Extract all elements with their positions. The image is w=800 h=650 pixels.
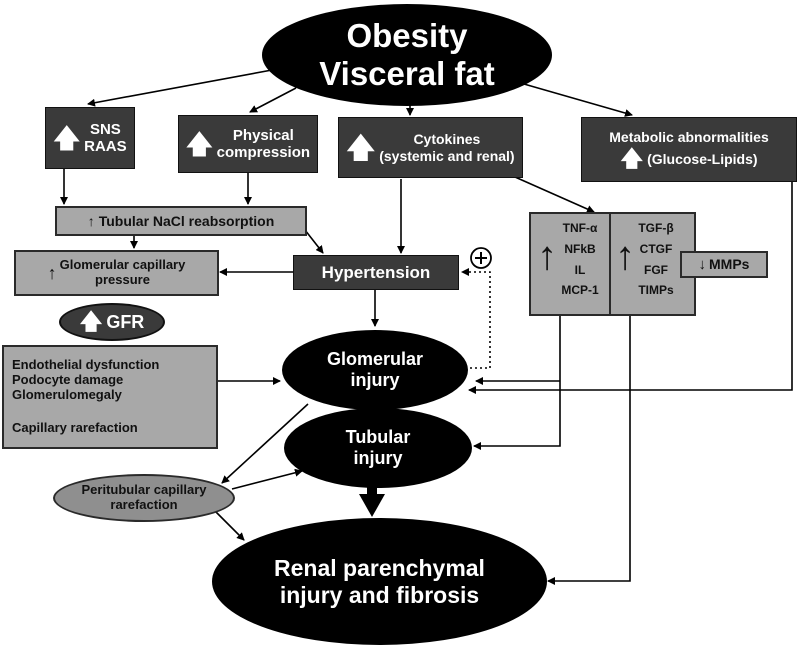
up-arrow-icon: ↑ (87, 213, 95, 229)
physical-compression-box: 🡅 Physical compression (178, 115, 318, 173)
up-arrow-icon: 🡅 (620, 146, 644, 172)
peritubular-node: Peritubular capillary rarefaction (53, 474, 235, 522)
gfr-label: GFR (106, 311, 145, 332)
up-arrow-icon: ↑ (47, 262, 57, 283)
timps-label: TIMPs (638, 283, 674, 298)
arrow-glominjury-feedback (460, 268, 491, 369)
glomerular-injury-label: injury (350, 370, 400, 390)
arrow-obesity-sns (87, 69, 273, 107)
renal-title: Renal parenchymal (274, 555, 485, 582)
ctgf-label: CTGF (639, 241, 673, 256)
nfkb-label: NFkB (564, 241, 596, 256)
obesity-title: Obesity (346, 17, 468, 55)
tubular-nacl-box: ↑ Tubular NaCl reabsorption (55, 206, 307, 236)
tubular-injury-node: Tubular injury (284, 408, 472, 488)
tgf-beta-label: TGF-β (638, 221, 674, 235)
capillary-rarefaction-item: Capillary rarefaction (12, 419, 138, 435)
arrow-peritubular-renal (213, 509, 245, 541)
sns-label: SNS (89, 120, 121, 138)
up-arrow-icon: 🡅 (346, 131, 376, 163)
cytokines-box: 🡅 Cytokines (systemic and renal) (338, 117, 523, 178)
arrow-nacl-hypertension (304, 229, 324, 254)
glomerular-injury-node: Glomerular injury (282, 330, 468, 410)
up-arrow-icon: ↑ (615, 234, 635, 278)
il-label: IL (574, 262, 586, 277)
podocyte-item: Podocyte damage (12, 372, 124, 388)
cytokine-panel: ↑ TNF-α NFkB IL MCP-1 ↑ TGF-β CTGF FGF T… (529, 212, 696, 316)
arrow-obesity-metabolic (509, 79, 633, 117)
cytokines-label: Cytokines (413, 131, 481, 148)
endothelial-item: Endothelial dysfunction (12, 357, 160, 373)
arrow-panel-renal (547, 316, 631, 585)
glomerular-pressure-box: ↑ Glomerular capillary pressure (14, 250, 219, 296)
up-arrow-icon: 🡅 (185, 129, 213, 159)
cytokines-scope-label: (systemic and renal) (379, 147, 515, 164)
mcp1-label: MCP-1 (561, 283, 599, 298)
gfr-node: 🡅 GFR (59, 303, 165, 341)
obesity-subtitle: Visceral fat (319, 55, 495, 92)
renal-subtitle: injury and fibrosis (279, 581, 480, 608)
compression-label: compression (216, 144, 311, 161)
glucose-lipids-label: (Glucose-Lipids) (647, 151, 758, 167)
glomerular-pressure-label: Glomerular capillary (59, 257, 186, 273)
hypertension-box: Hypertension (293, 255, 459, 290)
arrow-peritubular-tubular (231, 468, 303, 490)
endothelial-box: Endothelial dysfunction Podocyte damage … (2, 345, 218, 449)
tnf-alpha-label: TNF-α (562, 221, 598, 235)
up-arrow-icon: 🡅 (79, 309, 103, 334)
raas-label: RAAS (84, 138, 127, 155)
rarefaction-label: rarefaction (110, 497, 178, 512)
mmps-box: ↓ MMPs (680, 251, 768, 278)
down-arrow-icon: ↓ (698, 256, 707, 273)
cytokine-divider (609, 214, 611, 314)
arrow-obesity-physical (249, 87, 297, 113)
arrow-cytokines-panel (514, 176, 595, 213)
fgf-label: FGF (644, 262, 668, 277)
tubular-label: Tubular (345, 427, 411, 448)
metabolic-box: Metabolic abnormalities 🡅 (Glucose-Lipid… (581, 117, 797, 182)
hypertension-label: Hypertension (321, 262, 431, 282)
tubular-injury-label: injury (353, 448, 403, 468)
tubular-nacl-label: Tubular NaCl reabsorption (98, 212, 275, 229)
obesity-node: Obesity Visceral fat (262, 4, 552, 106)
mmps-label: MMPs (709, 256, 750, 273)
arrow-panel-tubular (473, 316, 561, 450)
arrow-metabolic-glominjury (468, 180, 793, 394)
thick-arrow-tubular-renal (359, 484, 385, 517)
glomerulomegaly-item: Glomerulomegaly (12, 387, 122, 402)
plus-circle-icon (470, 247, 492, 269)
metabolic-label: Metabolic abnormalities (609, 128, 769, 145)
up-arrow-icon: ↑ (537, 234, 557, 278)
up-arrow-icon: 🡅 (53, 123, 81, 153)
peritubular-label: Peritubular capillary (81, 482, 207, 498)
pressure-label: pressure (95, 272, 150, 287)
arrow-glominjury-peritubular (221, 403, 309, 484)
physical-label: Physical (232, 126, 294, 144)
sns-raas-box: 🡅 SNS RAAS (45, 107, 135, 169)
glomerular-label: Glomerular (326, 349, 424, 370)
renal-injury-node: Renal parenchymal injury and fibrosis (212, 518, 547, 645)
